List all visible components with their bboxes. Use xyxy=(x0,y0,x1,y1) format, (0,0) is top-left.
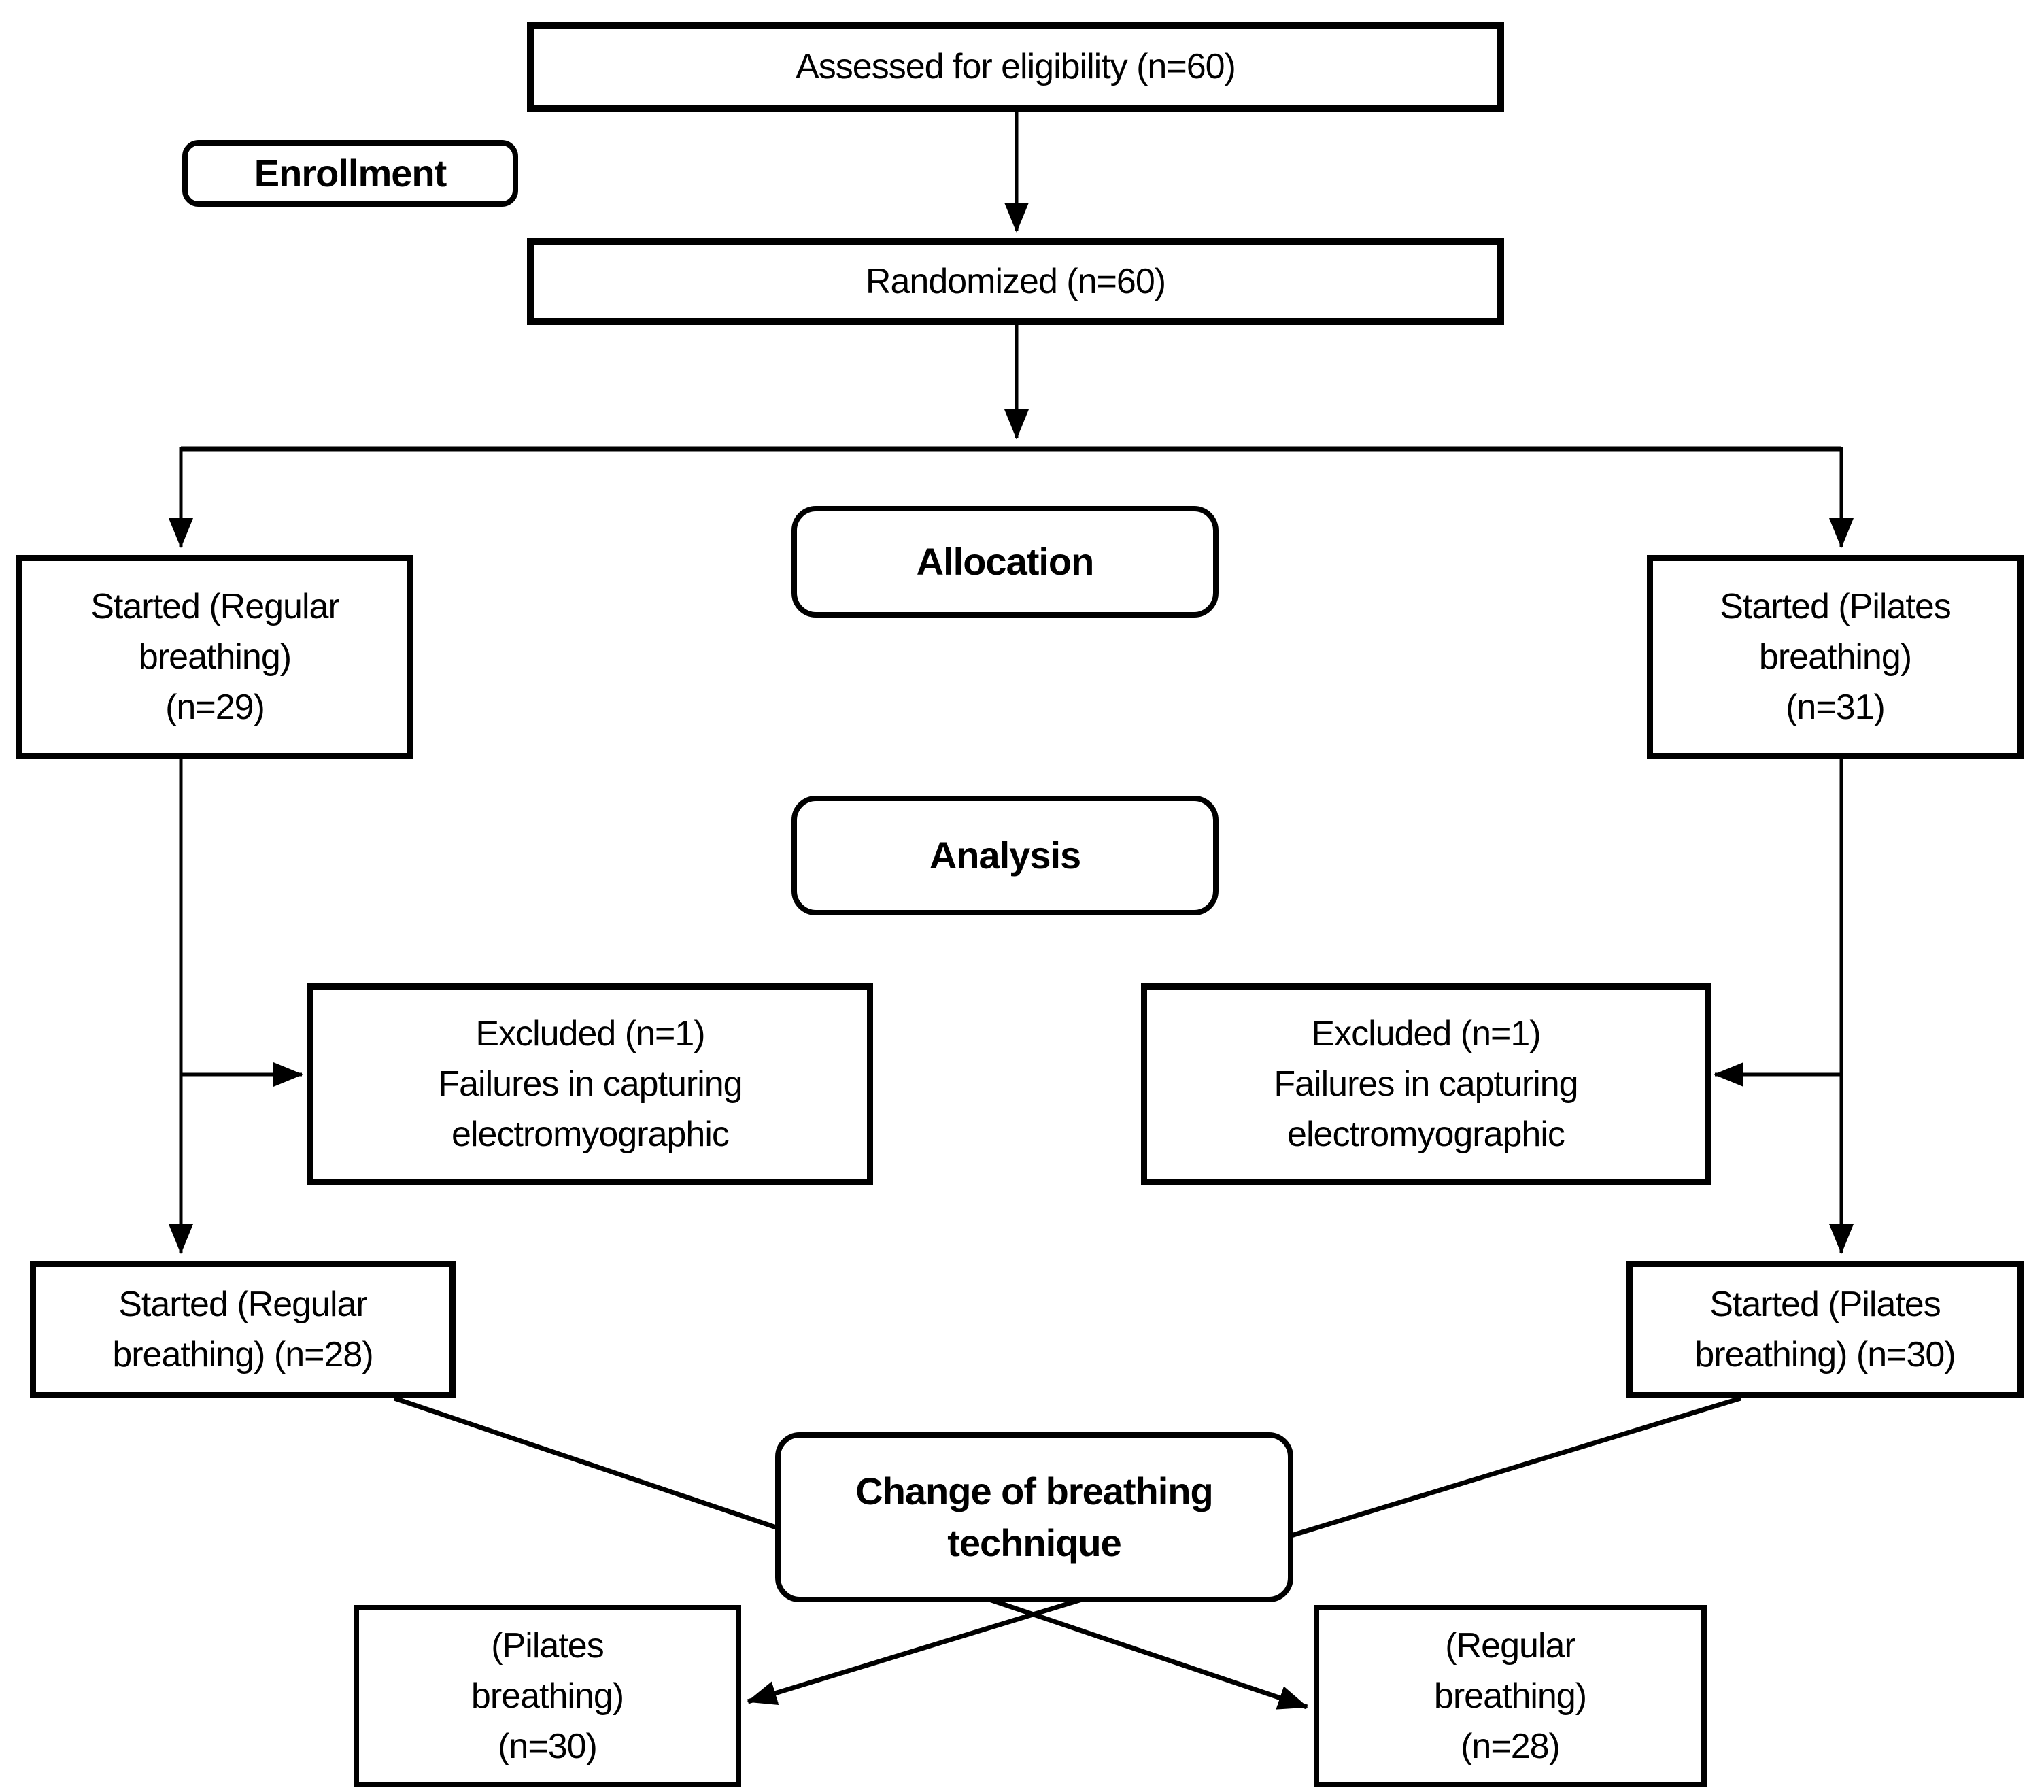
node-final-pilates-n30: (Pilates breathing) (n=30) xyxy=(354,1605,741,1787)
node-final-regular-n28: (Regular breathing) (n=28) xyxy=(1314,1605,1707,1787)
node-started-regular-n29: Started (Regular breathing) (n=29) xyxy=(16,555,413,759)
phase-label-allocation: Allocation xyxy=(791,506,1219,618)
node-started-pilates-n30: Started (Pilates breathing) (n=30) xyxy=(1626,1261,2024,1398)
node-assessed-eligibility: Assessed for eligibility (n=60) xyxy=(527,22,1504,112)
node-excluded-pilates-group: Excluded (n=1) Failures in capturing ele… xyxy=(1141,983,1711,1185)
phase-label-enrollment: Enrollment xyxy=(182,140,518,207)
node-randomized: Randomized (n=60) xyxy=(527,238,1504,325)
phase-label-change-of-breathing-technique: Change of breathing technique xyxy=(775,1432,1293,1602)
node-started-regular-n28: Started (Regular breathing) (n=28) xyxy=(30,1261,456,1398)
node-excluded-regular-group: Excluded (n=1) Failures in capturing ele… xyxy=(307,983,873,1185)
phase-label-analysis: Analysis xyxy=(791,796,1219,915)
node-started-pilates-n31: Started (Pilates breathing) (n=31) xyxy=(1647,555,2024,759)
